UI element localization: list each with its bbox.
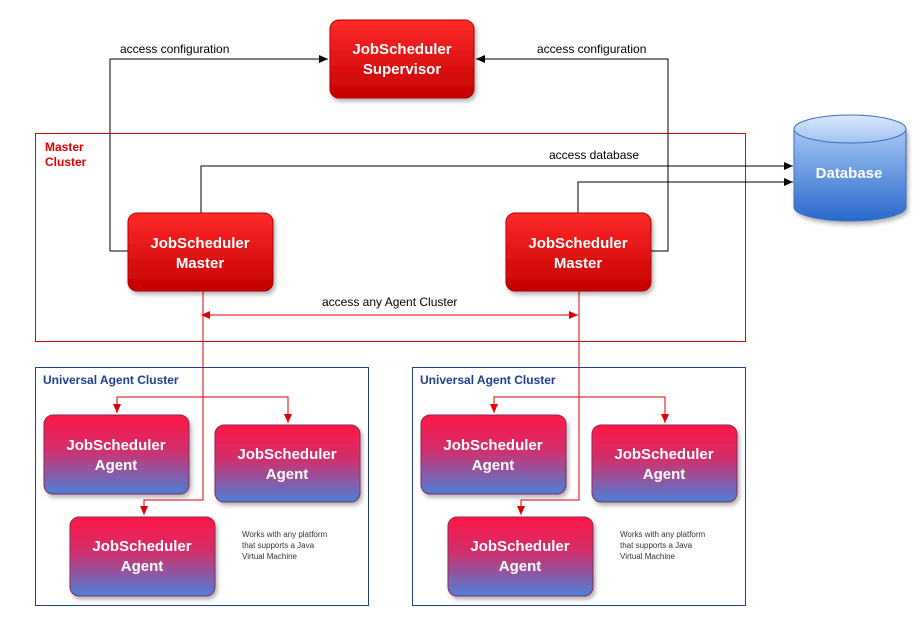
agent-left-b-label-line1: JobScheduler bbox=[237, 446, 336, 463]
node-database: Database bbox=[793, 114, 907, 222]
master-right-label-line1: JobScheduler bbox=[528, 235, 627, 252]
node-master-right: JobScheduler Master bbox=[505, 212, 652, 292]
agent-right-a-label-line1: JobScheduler bbox=[443, 437, 542, 454]
agent-right-c-label-line1: JobScheduler bbox=[470, 538, 569, 555]
agent-right-note-line3: Virtual Machine bbox=[620, 552, 676, 561]
connector-access-config-right bbox=[476, 55, 669, 252]
agent-cluster-frame-left bbox=[35, 367, 369, 606]
connector-access-database-right bbox=[577, 178, 793, 213]
node-supervisor: JobScheduler Supervisor bbox=[329, 19, 475, 99]
node-agent-left-b: JobScheduler Agent bbox=[214, 424, 361, 503]
master-right-label-line2: Master bbox=[554, 255, 603, 272]
master-cluster-frame bbox=[35, 133, 746, 342]
node-agent-right-a: JobScheduler Agent bbox=[420, 414, 567, 495]
connector-left-agent-b bbox=[203, 396, 292, 423]
connector-left-agent-a bbox=[113, 396, 203, 413]
master-cluster-title-line2: Cluster bbox=[45, 155, 87, 169]
connector-right-agent-c bbox=[517, 397, 580, 515]
agent-cluster-title-left: Universal Agent Cluster bbox=[43, 373, 179, 387]
agent-left-a-label-line1: JobScheduler bbox=[66, 437, 165, 454]
connector-left-agent-c bbox=[140, 397, 204, 515]
database-label: Database bbox=[816, 165, 883, 182]
supervisor-label-line2: Supervisor bbox=[363, 61, 442, 78]
label-access-database: access database bbox=[549, 148, 639, 162]
connector-right-agent-b bbox=[579, 396, 669, 423]
agent-left-note-line2: that supports a Java bbox=[242, 541, 315, 550]
connector-access-database-left bbox=[200, 162, 793, 213]
master-left-label-line2: Master bbox=[176, 255, 225, 272]
node-master-left: JobScheduler Master bbox=[127, 212, 274, 292]
agent-left-note-line3: Virtual Machine bbox=[242, 552, 298, 561]
label-access-agent-cluster: access any Agent Cluster bbox=[322, 295, 457, 309]
master-cluster-title-line1: Master bbox=[45, 140, 84, 154]
connector-right-agent-a bbox=[490, 396, 579, 413]
agent-left-note-line1: Works with any platform bbox=[242, 530, 328, 539]
label-access-config-left: access configuration bbox=[120, 42, 229, 56]
connector-access-config-left bbox=[109, 55, 328, 252]
agent-right-b-label-line2: Agent bbox=[643, 466, 686, 483]
agent-left-c-label-line1: JobScheduler bbox=[92, 538, 191, 555]
agent-left-a-label-line2: Agent bbox=[95, 457, 138, 474]
agent-right-note-line2: that supports a Java bbox=[620, 541, 693, 550]
agent-right-b-label-line1: JobScheduler bbox=[614, 446, 713, 463]
agent-right-a-label-line2: Agent bbox=[472, 457, 515, 474]
label-access-config-right: access configuration bbox=[537, 42, 646, 56]
agent-left-c-label-line2: Agent bbox=[121, 558, 164, 575]
agent-left-b-label-line2: Agent bbox=[266, 466, 309, 483]
agent-cluster-title-right: Universal Agent Cluster bbox=[420, 373, 556, 387]
master-left-label-line1: JobScheduler bbox=[150, 235, 249, 252]
node-agent-left-a: JobScheduler Agent bbox=[43, 414, 190, 495]
agent-right-c-label-line2: Agent bbox=[499, 558, 542, 575]
node-agent-left-c: JobScheduler Agent bbox=[69, 516, 216, 597]
agent-right-note-line1: Works with any platform bbox=[620, 530, 706, 539]
node-agent-right-b: JobScheduler Agent bbox=[591, 424, 738, 503]
supervisor-label-line1: JobScheduler bbox=[352, 41, 451, 58]
node-agent-right-c: JobScheduler Agent bbox=[447, 516, 594, 597]
